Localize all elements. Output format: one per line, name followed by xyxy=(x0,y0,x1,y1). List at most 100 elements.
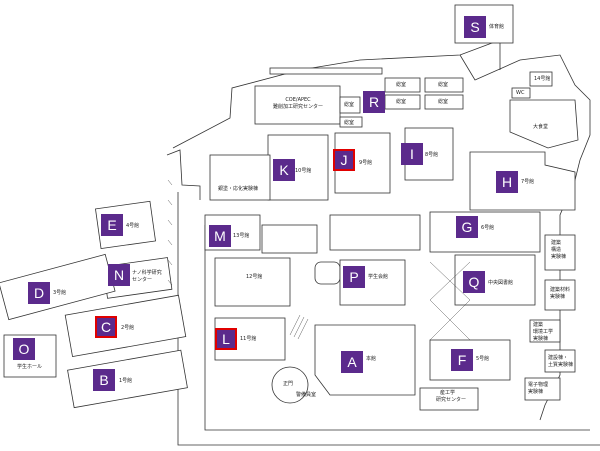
marker-l[interactable]: L xyxy=(215,328,237,350)
label-bldg5: 5号館 xyxy=(476,356,490,362)
label-honkan: 本館 xyxy=(366,356,377,362)
coe-building xyxy=(254,85,341,125)
label-hall4: 総室 xyxy=(438,99,449,105)
label-wc: WC xyxy=(516,90,525,96)
marker-d[interactable]: D xyxy=(28,282,50,304)
label-bldg1: 1号館 xyxy=(119,378,133,384)
bldg4-building xyxy=(95,200,156,250)
lab-building xyxy=(544,279,576,311)
label-kenchiku-line3: 実験棟 xyxy=(551,254,567,260)
lab-building xyxy=(544,234,576,271)
hall-building xyxy=(384,94,421,110)
marker-g[interactable]: G xyxy=(456,216,478,238)
marker-s[interactable]: S xyxy=(464,16,486,38)
label-bldg7: 7号館 xyxy=(521,179,535,185)
label-keibi: 警備員室 xyxy=(296,392,317,398)
stairs xyxy=(289,314,309,340)
label-kiso-lab: 銀塗・応化実験棟 xyxy=(218,186,259,192)
marker-m[interactable]: M xyxy=(209,225,231,247)
lab-building xyxy=(524,377,561,401)
label-coe-line1: COE/APEC xyxy=(285,97,311,103)
marker-e[interactable]: E xyxy=(101,214,123,236)
label-bldg10: 10号館 xyxy=(295,168,312,174)
label-student-hall: 学生会館 xyxy=(368,274,389,280)
marker-n[interactable]: N xyxy=(108,264,130,286)
label-hall3: 総室 xyxy=(396,99,407,105)
lab-building xyxy=(209,154,271,201)
label-sanko-line2: 研究センター xyxy=(436,397,467,403)
marker-k[interactable]: K xyxy=(273,159,295,181)
wc-building xyxy=(511,87,531,99)
plaza xyxy=(314,261,341,285)
marker-o[interactable]: O xyxy=(13,338,35,360)
label-bldg14: 14号館 xyxy=(534,76,551,82)
hall-building xyxy=(384,77,421,93)
long-shed xyxy=(269,67,383,75)
label-kankyo-line2: 実験棟 xyxy=(550,294,566,300)
marker-b[interactable]: B xyxy=(93,369,115,391)
label-student-hall-o: 学生ホール xyxy=(17,364,43,370)
label-jiban-line2: 環境工学 xyxy=(533,329,554,335)
label-hall6: 総室 xyxy=(344,120,355,126)
marker-a[interactable]: A xyxy=(341,351,363,373)
hall-building xyxy=(339,96,361,114)
label-main-gate: 正門 xyxy=(283,381,294,387)
label-bldg13: 13号館 xyxy=(233,233,250,239)
plaza-paths xyxy=(429,261,471,341)
annex-building xyxy=(329,214,421,251)
bldg6-building xyxy=(429,211,541,253)
label-densi-line1: 電子物理 xyxy=(528,382,549,388)
cafeteria-building xyxy=(509,99,579,149)
label-bldg9: 9号館 xyxy=(359,160,373,166)
label-bldg8: 8号館 xyxy=(425,152,439,158)
marker-r[interactable]: R xyxy=(363,91,385,113)
label-bldg6: 6号館 xyxy=(481,225,495,231)
main-building xyxy=(314,324,416,396)
marker-i[interactable]: I xyxy=(401,143,423,165)
label-daishokudo: 大食堂 xyxy=(533,124,549,130)
lab-building xyxy=(544,349,576,373)
label-hall5: 総室 xyxy=(344,102,355,108)
bldg7-building xyxy=(469,151,576,211)
main-gate-circle xyxy=(271,366,309,404)
label-central-library: 中央図書館 xyxy=(488,280,514,286)
label-jiban-line3: 実験棟 xyxy=(533,336,549,342)
label-sanko-line1: 産工学 xyxy=(440,390,456,396)
label-bldg12: 12号館 xyxy=(246,274,263,280)
label-bldg11: 11号館 xyxy=(240,336,257,342)
label-coe-line2: 難削加工研究センター xyxy=(272,104,323,110)
hall-building xyxy=(424,94,464,110)
lab-building xyxy=(529,319,561,343)
label-nano-line1: ナノ科学研究 xyxy=(132,270,162,276)
label-densi-line2: 実験棟 xyxy=(528,389,544,395)
label-hall1: 総室 xyxy=(396,82,407,88)
bldg12-building xyxy=(214,257,291,307)
marker-h[interactable]: H xyxy=(496,171,518,193)
hall-building xyxy=(339,116,363,128)
label-kenchiku-line2: 構造 xyxy=(551,247,562,253)
perimeter-trees xyxy=(167,179,173,286)
marker-c[interactable]: C xyxy=(95,316,117,338)
label-hall2: 総室 xyxy=(438,82,449,88)
marker-p[interactable]: P xyxy=(343,266,365,288)
bldg14-building xyxy=(529,71,553,87)
label-bldg3: 3号館 xyxy=(53,290,67,296)
sanko-center-building xyxy=(419,387,479,411)
bldg1-building xyxy=(67,349,188,409)
bldg5-building xyxy=(429,339,511,381)
marker-j[interactable]: J xyxy=(333,149,355,171)
hall-building xyxy=(424,77,464,93)
annex-building xyxy=(261,224,318,254)
label-jiban-line1: 建築 xyxy=(533,322,544,328)
label-gym: 体育館 xyxy=(489,24,505,30)
label-doboku-line1: 建設棟・ xyxy=(548,355,569,361)
label-doboku-line2: 土質実験棟 xyxy=(548,362,574,368)
label-kankyo-line1: 建築材料 xyxy=(550,287,571,293)
label-bldg2: 2号館 xyxy=(121,325,135,331)
bldg2-building xyxy=(64,294,187,358)
marker-f[interactable]: F xyxy=(451,349,473,371)
label-nano-line2: センター xyxy=(132,277,153,283)
marker-q[interactable]: Q xyxy=(463,271,485,293)
label-bldg4: 4号館 xyxy=(126,223,140,229)
